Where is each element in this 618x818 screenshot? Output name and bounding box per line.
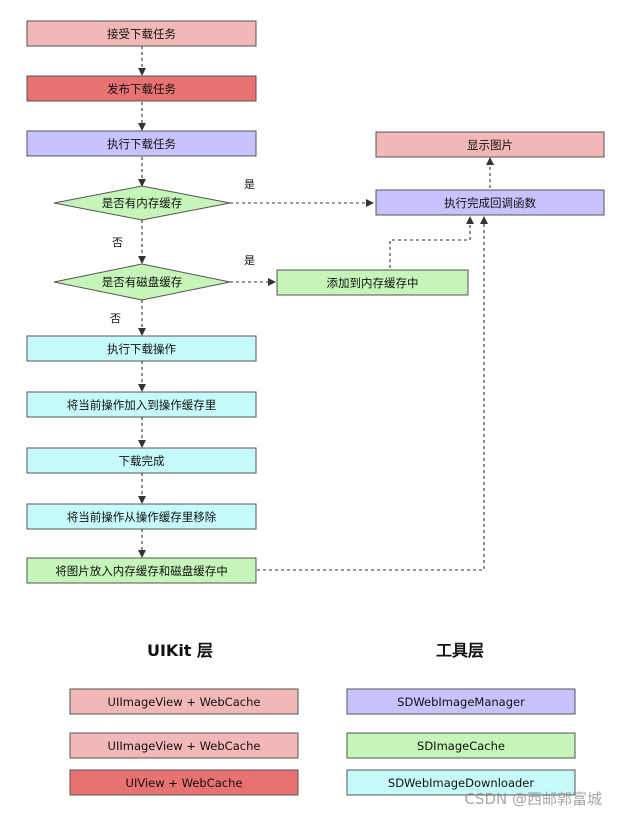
step-add-to-operation-cache: 将当前操作加入到操作缓存里 bbox=[26, 391, 257, 418]
step-add-to-operation-cache-label: 将当前操作加入到操作缓存里 bbox=[67, 398, 217, 412]
step-receive-task-label: 接受下载任务 bbox=[107, 27, 176, 41]
step-execute-task: 执行下载任务 bbox=[26, 130, 257, 157]
step-download-complete-label: 下载完成 bbox=[119, 454, 165, 468]
step-publish-task: 发布下载任务 bbox=[26, 75, 257, 102]
callback-label: 执行完成回调函数 bbox=[444, 196, 536, 210]
label-disk-yes: 是 bbox=[244, 254, 255, 267]
show-image-box: 显示图片 bbox=[375, 131, 605, 158]
step-download-complete: 下载完成 bbox=[26, 447, 257, 474]
decision-disk-cache: 是否有磁盘缓存 bbox=[53, 263, 231, 301]
callback-box: 执行完成回调函数 bbox=[375, 189, 605, 216]
legend-uikit-item-3: UIView + WebCache bbox=[69, 769, 299, 796]
legend-tools-item-1-label: SDWebImageManager bbox=[397, 695, 525, 709]
step-download-operation-label: 执行下载操作 bbox=[107, 342, 176, 356]
legend-tools-item-1: SDWebImageManager bbox=[346, 688, 576, 715]
decision-memory-cache: 是否有内存缓存 bbox=[53, 185, 231, 221]
add-to-memory-box: 添加到内存缓存中 bbox=[276, 269, 469, 296]
decision-disk-cache-label: 是否有磁盘缓存 bbox=[102, 275, 183, 289]
watermark: CSDN @西邮郭富城 bbox=[464, 790, 602, 808]
uikit-layer-title: UIKit 层 bbox=[147, 641, 213, 660]
label-disk-no: 否 bbox=[110, 312, 121, 325]
arrow-add-memory-to-callback bbox=[389, 216, 474, 268]
step-store-image: 将图片放入内存缓存和磁盘缓存中 bbox=[26, 557, 257, 584]
step-download-operation: 执行下载操作 bbox=[26, 335, 257, 362]
legend-tools-item-3-label: SDWebImageDownloader bbox=[388, 776, 534, 790]
label-memory-yes: 是 bbox=[244, 178, 255, 191]
step-publish-task-label: 发布下载任务 bbox=[107, 82, 176, 96]
step-store-image-label: 将图片放入内存缓存和磁盘缓存中 bbox=[55, 564, 228, 578]
step-receive-task: 接受下载任务 bbox=[26, 20, 257, 47]
step-remove-from-operation-cache: 将当前操作从操作缓存里移除 bbox=[26, 503, 257, 530]
add-to-memory-label: 添加到内存缓存中 bbox=[327, 276, 419, 290]
step-execute-task-label: 执行下载任务 bbox=[107, 137, 176, 151]
show-image-label: 显示图片 bbox=[467, 138, 513, 152]
legend-tools-item-3: SDWebImageDownloader bbox=[346, 769, 576, 796]
connectors bbox=[138, 46, 494, 571]
decision-memory-cache-label: 是否有内存缓存 bbox=[102, 196, 183, 210]
legend-uikit-item-2: UIImageView + WebCache bbox=[69, 732, 299, 759]
arrow-store-to-callback bbox=[257, 216, 488, 571]
legend-uikit-item-1: UIImageView + WebCache bbox=[69, 688, 299, 715]
label-memory-no: 否 bbox=[112, 236, 123, 249]
tools-layer-title: 工具层 bbox=[436, 641, 484, 660]
legend-uikit-item-1-label: UIImageView + WebCache bbox=[108, 695, 261, 709]
legend-tools-item-2: SDImageCache bbox=[346, 732, 576, 759]
legend-uikit-item-3-label: UIView + WebCache bbox=[126, 776, 243, 790]
step-remove-from-operation-cache-label: 将当前操作从操作缓存里移除 bbox=[67, 510, 217, 524]
legend-uikit-item-2-label: UIImageView + WebCache bbox=[108, 739, 261, 753]
legend-tools-item-2-label: SDImageCache bbox=[417, 739, 505, 753]
